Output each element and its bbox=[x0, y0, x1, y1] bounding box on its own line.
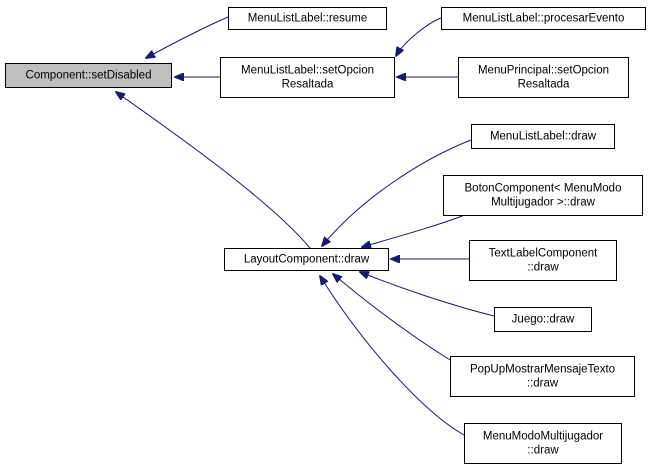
node-label-line: PopUpMostrarMensajeTexto bbox=[470, 364, 615, 376]
edges-layer bbox=[116, 16, 495, 436]
node-textlabelcomponent-draw[interactable]: TextLabelComponent::draw bbox=[469, 240, 617, 281]
node-box bbox=[443, 175, 643, 216]
node-label-line: TextLabelComponent bbox=[489, 248, 598, 260]
edge-menuModoDraw-to-layoutDraw bbox=[320, 276, 465, 436]
nodes-layer: Component::setDisabled MenuListLabel::res… bbox=[5, 7, 646, 464]
node-box bbox=[228, 7, 387, 30]
node-box bbox=[441, 7, 646, 30]
node-box bbox=[471, 124, 615, 149]
node-botoncomponent-draw[interactable]: BotonComponent< MenuModoMultijugador >::… bbox=[443, 175, 643, 216]
node-label-line: Juego::draw bbox=[512, 314, 575, 326]
node-box bbox=[224, 248, 389, 271]
edge-botonDraw-to-layoutDraw bbox=[362, 212, 471, 247]
node-label-line: Resaltada bbox=[518, 79, 570, 91]
node-popupmostrarmensajetexto-draw[interactable]: PopUpMostrarMensajeTexto::draw bbox=[450, 356, 635, 397]
node-label-line: MenuPrincipal::setOpcion bbox=[478, 65, 609, 77]
node-box bbox=[458, 57, 629, 98]
node-box bbox=[220, 57, 395, 98]
edge-menuListLabelDraw-to-layoutDraw bbox=[322, 139, 472, 246]
node-juego-draw[interactable]: Juego::draw bbox=[494, 307, 592, 332]
node-label-line: MenuListLabel::resume bbox=[248, 13, 368, 25]
node-menulistlabel-procesarevento[interactable]: MenuListLabel::procesarEvento bbox=[441, 7, 646, 30]
node-label-line: ::draw bbox=[527, 378, 559, 390]
edge-popUpDraw-to-layoutDraw bbox=[333, 274, 451, 361]
node-component-setdisabled[interactable]: Component::setDisabled bbox=[5, 63, 172, 88]
edge-layoutDraw-to-setDisabled bbox=[116, 92, 311, 249]
node-box bbox=[494, 307, 592, 332]
node-label-line: Multijugador >::draw bbox=[491, 197, 596, 209]
node-label-line: Resaltada bbox=[282, 79, 334, 91]
edge-juegoDraw-to-layoutDraw bbox=[360, 272, 495, 317]
node-box bbox=[469, 240, 617, 281]
node-label-line: LayoutComponent::draw bbox=[244, 254, 370, 266]
node-label-line: ::draw bbox=[527, 445, 559, 457]
node-layoutcomponent-draw[interactable]: LayoutComponent::draw bbox=[224, 248, 389, 271]
node-box bbox=[464, 423, 622, 464]
node-label-line: ::draw bbox=[527, 262, 559, 274]
node-label-line: MenuModoMultijugador bbox=[483, 431, 603, 443]
node-label-line: Component::setDisabled bbox=[26, 70, 152, 82]
edge-procesarEvento-to-setOpcionLabel bbox=[396, 17, 442, 56]
node-menulistlabel-draw[interactable]: MenuListLabel::draw bbox=[471, 124, 615, 149]
node-label-line: MenuListLabel::procesarEvento bbox=[463, 13, 625, 25]
node-menumodomultijugador-draw[interactable]: MenuModoMultijugador::draw bbox=[464, 423, 622, 464]
node-label-line: MenuListLabel::draw bbox=[490, 131, 597, 143]
node-box bbox=[450, 356, 635, 397]
node-box bbox=[5, 63, 172, 88]
node-label-line: MenuListLabel::setOpcion bbox=[241, 65, 374, 77]
edge-resume-to-setDisabled bbox=[146, 16, 229, 58]
node-label-line: BotonComponent< MenuModo bbox=[465, 183, 622, 195]
node-menulistlabel-resume[interactable]: MenuListLabel::resume bbox=[228, 7, 387, 30]
